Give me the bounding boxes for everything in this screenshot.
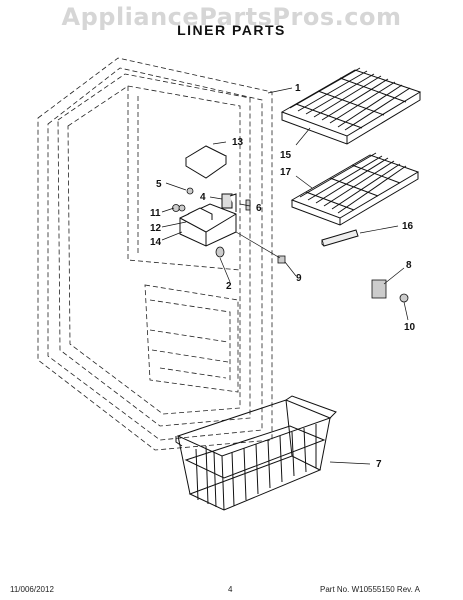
- callout-17: 17: [280, 167, 292, 178]
- callout-1: 1: [295, 83, 301, 94]
- watermark: AppliancePartsPros.com: [61, 3, 402, 31]
- callout-12: 12: [150, 223, 162, 234]
- footer-date: 11/006/2012: [10, 585, 54, 594]
- callout-4: 4: [200, 192, 206, 203]
- callout-9: 9: [296, 273, 302, 284]
- callout-2: 2: [226, 281, 232, 292]
- page-title: LINER PARTS: [177, 22, 286, 38]
- wire-shelf-lower: [290, 152, 420, 226]
- callout-16: 16: [402, 221, 414, 232]
- leader-lines: [161, 87, 409, 465]
- callout-15: 15: [280, 150, 292, 161]
- control-housing-assembly: [179, 145, 237, 247]
- callout-11: 11: [150, 208, 161, 219]
- callout-8: 8: [406, 260, 412, 271]
- liner-cabinet: [37, 57, 273, 451]
- footer-page-number: 4: [228, 585, 233, 594]
- callout-14: 14: [150, 237, 162, 248]
- callout-5: 5: [156, 179, 162, 190]
- callout-6: 6: [256, 203, 262, 214]
- callout-10: 10: [404, 322, 416, 333]
- wire-shelf-upper: [280, 67, 422, 145]
- callout-7: 7: [376, 459, 382, 470]
- callout-13: 13: [232, 137, 244, 148]
- fasteners: [172, 187, 409, 303]
- freezer-basket: [175, 395, 337, 511]
- footer-part-number: Part No. W10555150 Rev. A: [320, 585, 420, 594]
- shelf-support-bracket: [321, 229, 359, 247]
